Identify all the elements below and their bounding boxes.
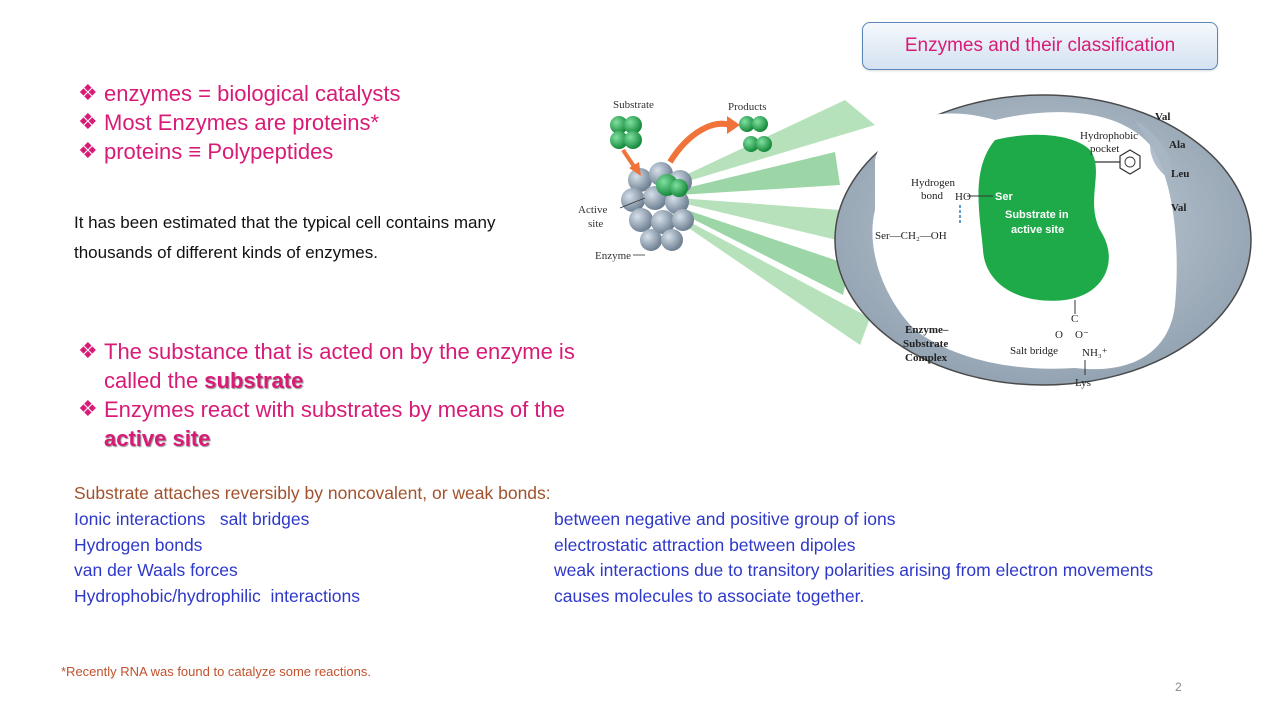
bond-description: electrostatic attraction between dipoles — [554, 534, 856, 555]
label-salt-bridge: Salt bridge — [1010, 345, 1058, 357]
label-pocket: pocket — [1090, 143, 1119, 155]
bullet-item: ❖enzymes = biological catalysts — [78, 79, 401, 108]
diamond-bullet-icon: ❖ — [78, 397, 98, 422]
label-ser: Ser — [995, 191, 1013, 203]
magnification-beams — [671, 100, 875, 345]
bonds-intro: Substrate attaches reversibly by noncova… — [74, 483, 551, 503]
label-complex-1: Enzyme– — [905, 324, 949, 336]
label-substrate: Substrate — [613, 99, 654, 111]
label-active: Active — [578, 204, 607, 216]
bond-name: Ionic interactions salt bridges — [74, 509, 310, 529]
label-hydrogen: Hydrogen — [911, 177, 955, 189]
table-row: Hydrophobic/hydrophilic interactions caus… — [74, 584, 1234, 610]
arrow-icon — [621, 148, 637, 170]
substrate-points-list: ❖The substance that is acted on by the e… — [78, 337, 578, 453]
bullet-item: ❖proteins ≡ Polypeptides — [78, 137, 401, 166]
diamond-bullet-icon: ❖ — [78, 339, 98, 364]
label-val-top: Val — [1155, 111, 1171, 123]
bond-name: Hydrogen bonds — [74, 534, 203, 555]
label-enzyme: Enzyme — [595, 250, 631, 262]
diamond-bullet-icon: ❖ — [78, 110, 98, 135]
arrow-icon — [667, 120, 731, 164]
page-number: 2 — [1175, 680, 1182, 694]
benzene-ring-icon — [1119, 149, 1141, 175]
table-row: van der Waals forces weak interactions du… — [74, 558, 1234, 584]
bullet-item: ❖The substance that is acted on by the e… — [78, 337, 578, 395]
table-row: Ionic interactions salt bridges between n… — [74, 507, 1234, 533]
label-c: C — [1071, 313, 1078, 325]
enzyme-substrate-figure: Substrate Products Active site Enzyme Hy… — [578, 94, 1252, 389]
bullet-item: ❖Most Enzymes are proteins* — [78, 108, 401, 137]
substrate-shape — [978, 134, 1109, 301]
bullet-text: enzymes = biological catalysts — [104, 81, 401, 106]
label-complex-2: Substrate — [903, 338, 948, 350]
label-ser-chain: Ser—CH₂—OH — [875, 230, 947, 242]
diamond-bullet-icon: ❖ — [78, 139, 98, 164]
slide-title: Enzymes and their classification — [862, 22, 1218, 70]
bond-description: between negative and positive group of i… — [554, 509, 896, 529]
key-points-list: ❖enzymes = biological catalysts ❖Most En… — [78, 79, 401, 166]
bond-name: Hydrophobic/hydrophilic interactions — [74, 585, 360, 606]
bond-name: van der Waals forces — [74, 560, 238, 580]
label-substrate-in: Substrate in — [1005, 209, 1069, 221]
label-hydrophobic: Hydrophobic — [1080, 130, 1138, 142]
bond-description: weak interactions due to transitory pola… — [554, 560, 1154, 580]
bonds-table: Ionic interactions salt bridges between n… — [74, 507, 1234, 609]
label-complex-3: Complex — [905, 352, 948, 364]
table-row: Hydrogen bonds electrostatic attraction b… — [74, 533, 1234, 559]
bond-description: causes molecules to associate together. — [554, 585, 865, 606]
label-active-site: active site — [1011, 224, 1064, 236]
footnote: *Recently RNA was found to catalyze some… — [61, 664, 371, 679]
bullet-text: Most Enzymes are proteins* — [104, 110, 380, 135]
label-products: Products — [728, 101, 767, 113]
label-lys: Lys — [1075, 377, 1091, 389]
bullet-item: ❖Enzymes react with substrates by means … — [78, 395, 578, 453]
estimate-paragraph: It has been estimated that the typical c… — [74, 213, 496, 262]
label-bond: bond — [921, 190, 944, 202]
label-leu: Leu — [1171, 168, 1189, 180]
enzyme-cluster — [621, 162, 694, 251]
label-o-left: O — [1055, 329, 1063, 341]
label-val-right: Val — [1171, 202, 1187, 214]
substrate-highlight: substrate — [204, 368, 304, 393]
diamond-bullet-icon: ❖ — [78, 81, 98, 106]
bullet-text: The substance that is acted on by the en… — [104, 339, 575, 393]
bullet-text: proteins ≡ Polypeptides — [104, 139, 334, 164]
label-ho: HO — [955, 191, 971, 203]
bullet-text: Enzymes react with substrates by means o… — [104, 397, 565, 422]
substrate-cluster — [610, 116, 642, 149]
products-cluster — [739, 116, 772, 152]
label-nh3: NH₃⁺ — [1082, 347, 1108, 359]
label-ala: Ala — [1169, 139, 1186, 151]
label-o-minus: O⁻ — [1075, 329, 1089, 341]
label-site: site — [588, 218, 603, 230]
active-site-highlight: active site — [104, 426, 211, 451]
